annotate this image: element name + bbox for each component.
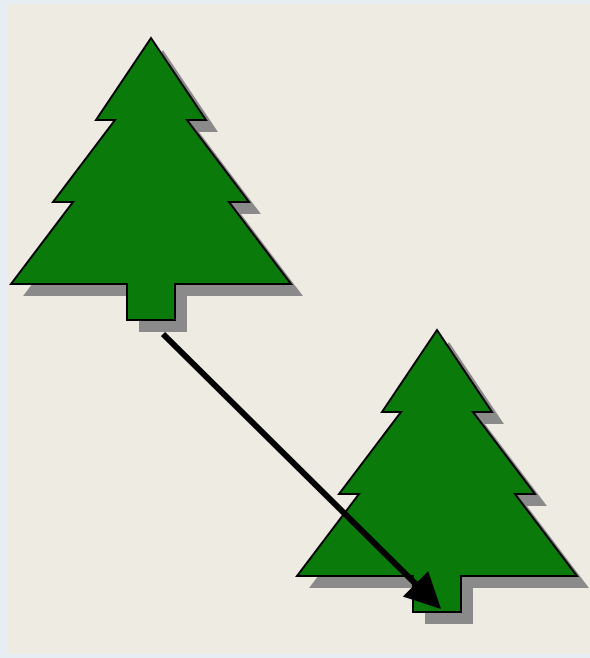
tree-body [297,330,577,612]
tree-icon[interactable] [11,38,303,332]
tree-icon[interactable] [297,330,589,624]
tree-body [11,38,291,320]
